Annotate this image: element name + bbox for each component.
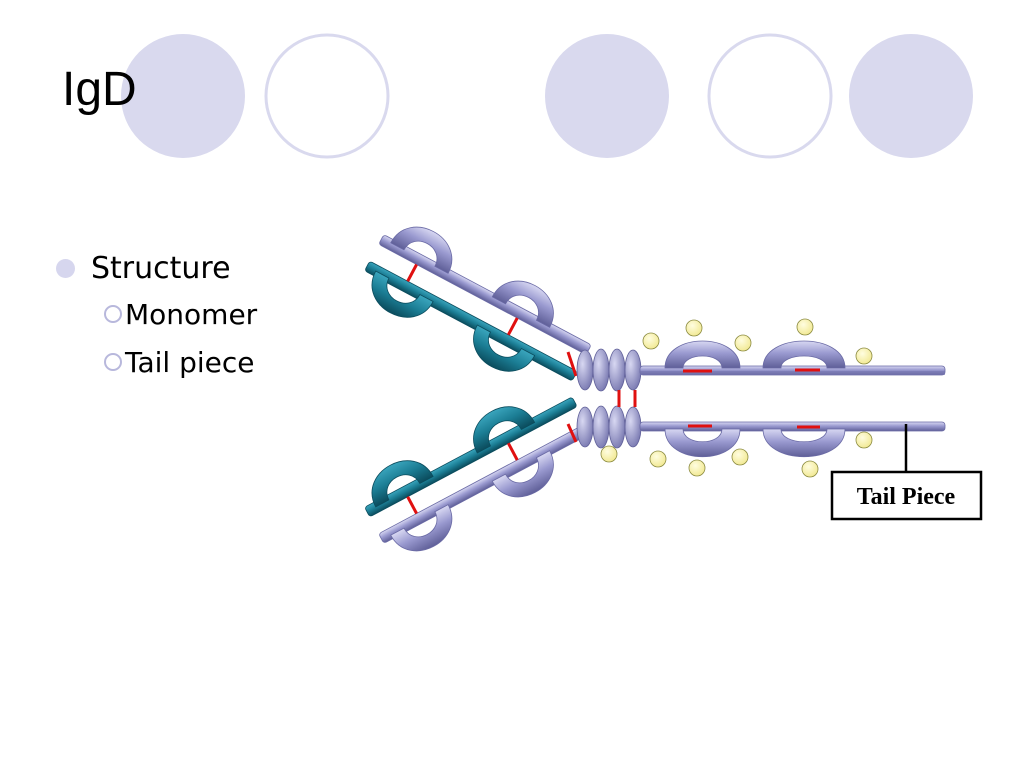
bullet-item-tail-piece: Tail piece: [104, 338, 257, 386]
decor-circle-filled: [545, 34, 669, 158]
hinge-region: [576, 348, 642, 449]
header-decoration: [121, 33, 973, 159]
sub-bullet-ring-icon: [104, 305, 122, 323]
bullet-list: Structure Monomer Tail piece: [56, 246, 257, 386]
sub-bullet-ring-icon: [104, 353, 122, 371]
slide-title: IgD: [62, 63, 137, 116]
bullet-dot-icon: [56, 258, 75, 278]
bullet-item-monomer: Monomer: [104, 290, 257, 338]
tail-piece-label: Tail Piece: [857, 484, 956, 510]
bullet-text: Structure: [91, 250, 231, 286]
bullet-item-structure: Structure: [56, 246, 257, 290]
decor-circle-filled: [121, 34, 245, 158]
carbohydrate-groups: [600, 318, 873, 478]
decor-circle-filled: [849, 34, 973, 158]
upper-fab-arm: [365, 226, 591, 381]
decor-circle-outline: [707, 33, 833, 159]
upper-fc-chain: [639, 340, 946, 376]
disulfide-bond: [566, 423, 578, 443]
lower-fc-chain: [639, 421, 946, 457]
lower-fab-arm: [365, 397, 591, 552]
bullet-text: Tail piece: [125, 345, 255, 379]
tail-piece-label-box: [830, 470, 983, 521]
bullet-text: Monomer: [125, 297, 258, 331]
decor-circle-outline: [264, 33, 390, 159]
disulfide-bond: [566, 351, 578, 377]
